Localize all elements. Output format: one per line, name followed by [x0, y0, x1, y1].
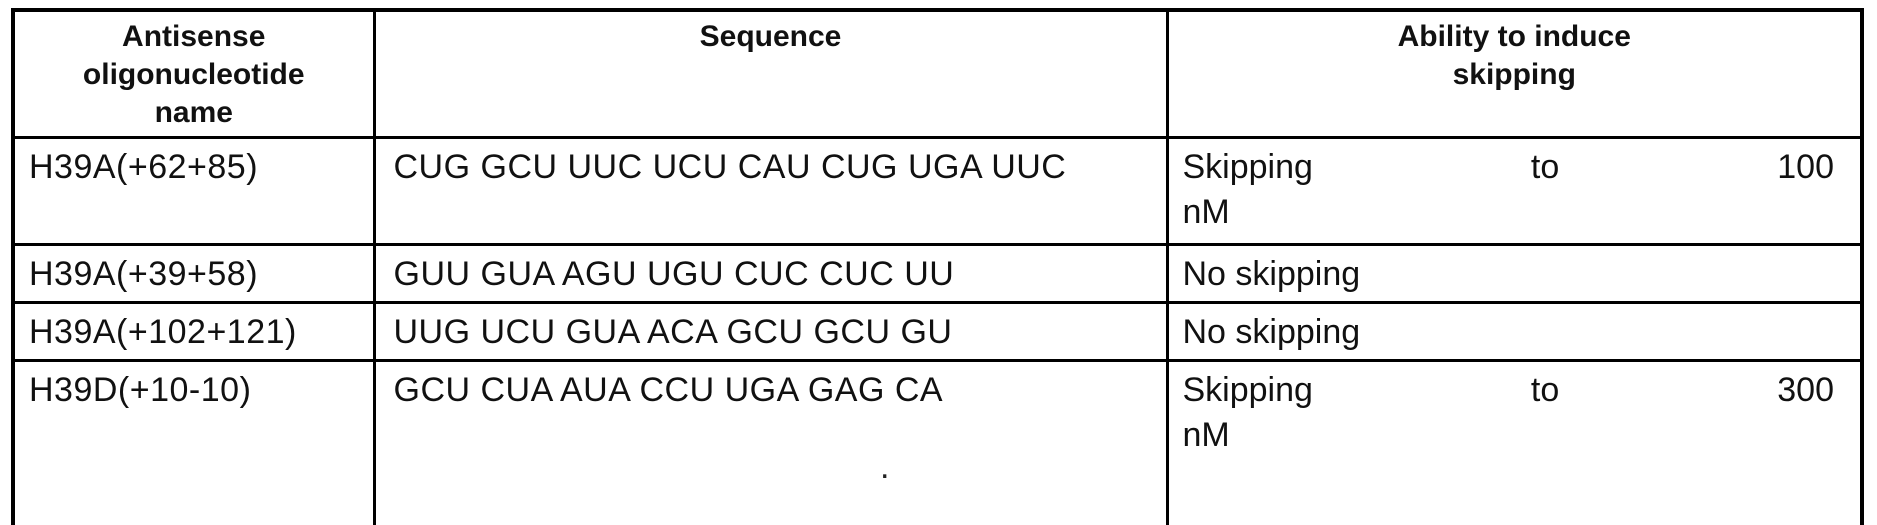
oligo-name-cell: H39D(+10-10) — [11, 358, 376, 525]
ability-cell: Skipping to 100 nM — [1165, 136, 1864, 246]
col-header-sequence: Sequence — [372, 8, 1169, 139]
table-row: H39A(+102+121) UUG UCU GUA ACA GCU GCU G… — [11, 300, 1864, 362]
sequence-cell: UUG UCU GUA ACA GCU GCU GU — [372, 300, 1169, 362]
ability-line: Skipping to 100 — [1182, 148, 1835, 186]
oligo-name-cell: H39A(+102+121) — [11, 300, 376, 362]
ability-cell: No skipping — [1165, 300, 1864, 362]
ability-line: nM — [1182, 192, 1230, 231]
ability-line: nM — [1182, 415, 1230, 454]
col-header-sequence-label: Sequence — [699, 20, 842, 53]
col-header-ability: Ability to induce skipping — [1165, 8, 1864, 139]
col-header-oligo-name-label: Antisense oligonucleotide name — [82, 20, 305, 129]
oligonucleotide-table: Antisense oligonucleotide name Sequence … — [11, 8, 1864, 525]
sequence-cell: GUU GUA AGU UGU CUC CUC UU — [372, 243, 1169, 304]
oligo-name-cell: H39A(+62+85) — [11, 136, 376, 246]
scan-artifact-dot: . — [880, 448, 890, 486]
table-row: H39A(+62+85) CUG GCU UUC UCU CAU CUG UGA… — [11, 136, 1864, 246]
col-header-ability-label: Ability to induce skipping — [1397, 20, 1631, 91]
col-header-oligo-name: Antisense oligonucleotide name — [11, 8, 376, 139]
table-row: H39A(+39+58) GUU GUA AGU UGU CUC CUC UU … — [11, 243, 1864, 304]
table-row: H39D(+10-10) GCU CUA AUA CCU UGA GAG CA … — [11, 358, 1864, 525]
ability-line: No skipping — [1182, 255, 1361, 293]
sequence-cell: GCU CUA AUA CCU UGA GAG CA — [372, 358, 1169, 525]
ability-cell: Skipping to 300 nM — [1165, 358, 1864, 525]
ability-line: No skipping — [1182, 312, 1361, 351]
oligo-name-cell: H39A(+39+58) — [11, 243, 376, 304]
ability-cell: No skipping — [1165, 243, 1864, 304]
sequence-cell: CUG GCU UUC UCU CAU CUG UGA UUC — [372, 136, 1169, 246]
ability-line: Skipping to 300 — [1182, 370, 1835, 409]
table-header-row: Antisense oligonucleotide name Sequence … — [11, 8, 1864, 139]
